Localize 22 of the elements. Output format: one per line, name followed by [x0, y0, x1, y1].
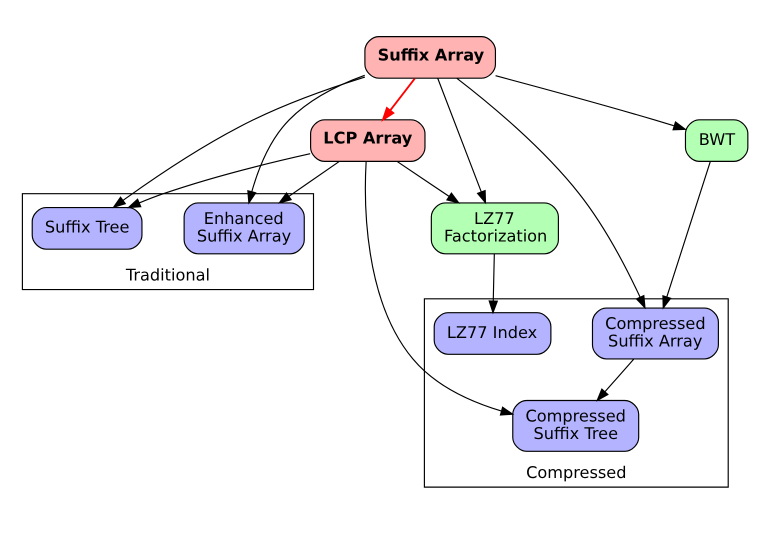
node-box: Suffix Tree: [32, 207, 143, 250]
arrow: [126, 153, 310, 208]
arrow: [247, 74, 365, 205]
node-box: Enhanced Suffix Array: [184, 202, 305, 254]
arrow: [495, 75, 687, 130]
node-box: Compressed Suffix Tree: [512, 400, 640, 452]
node-box: Compressed Suffix Array: [592, 308, 719, 360]
arrow: [112, 76, 366, 208]
arrow: [381, 78, 416, 122]
node-box: LZ77 Factorization: [430, 202, 559, 254]
node-box: Suffix Array: [364, 36, 496, 79]
arrow: [278, 161, 340, 204]
node-box: LCP Array: [310, 119, 426, 162]
node-box: BWT: [684, 119, 748, 162]
arrow: [488, 254, 498, 314]
node-box: LZ77 Index: [434, 312, 552, 355]
arrow: [662, 161, 711, 310]
arrow: [437, 78, 486, 204]
arrow: [456, 78, 646, 310]
arrow: [396, 161, 460, 204]
arrow: [596, 358, 634, 402]
arrow: [364, 161, 514, 416]
